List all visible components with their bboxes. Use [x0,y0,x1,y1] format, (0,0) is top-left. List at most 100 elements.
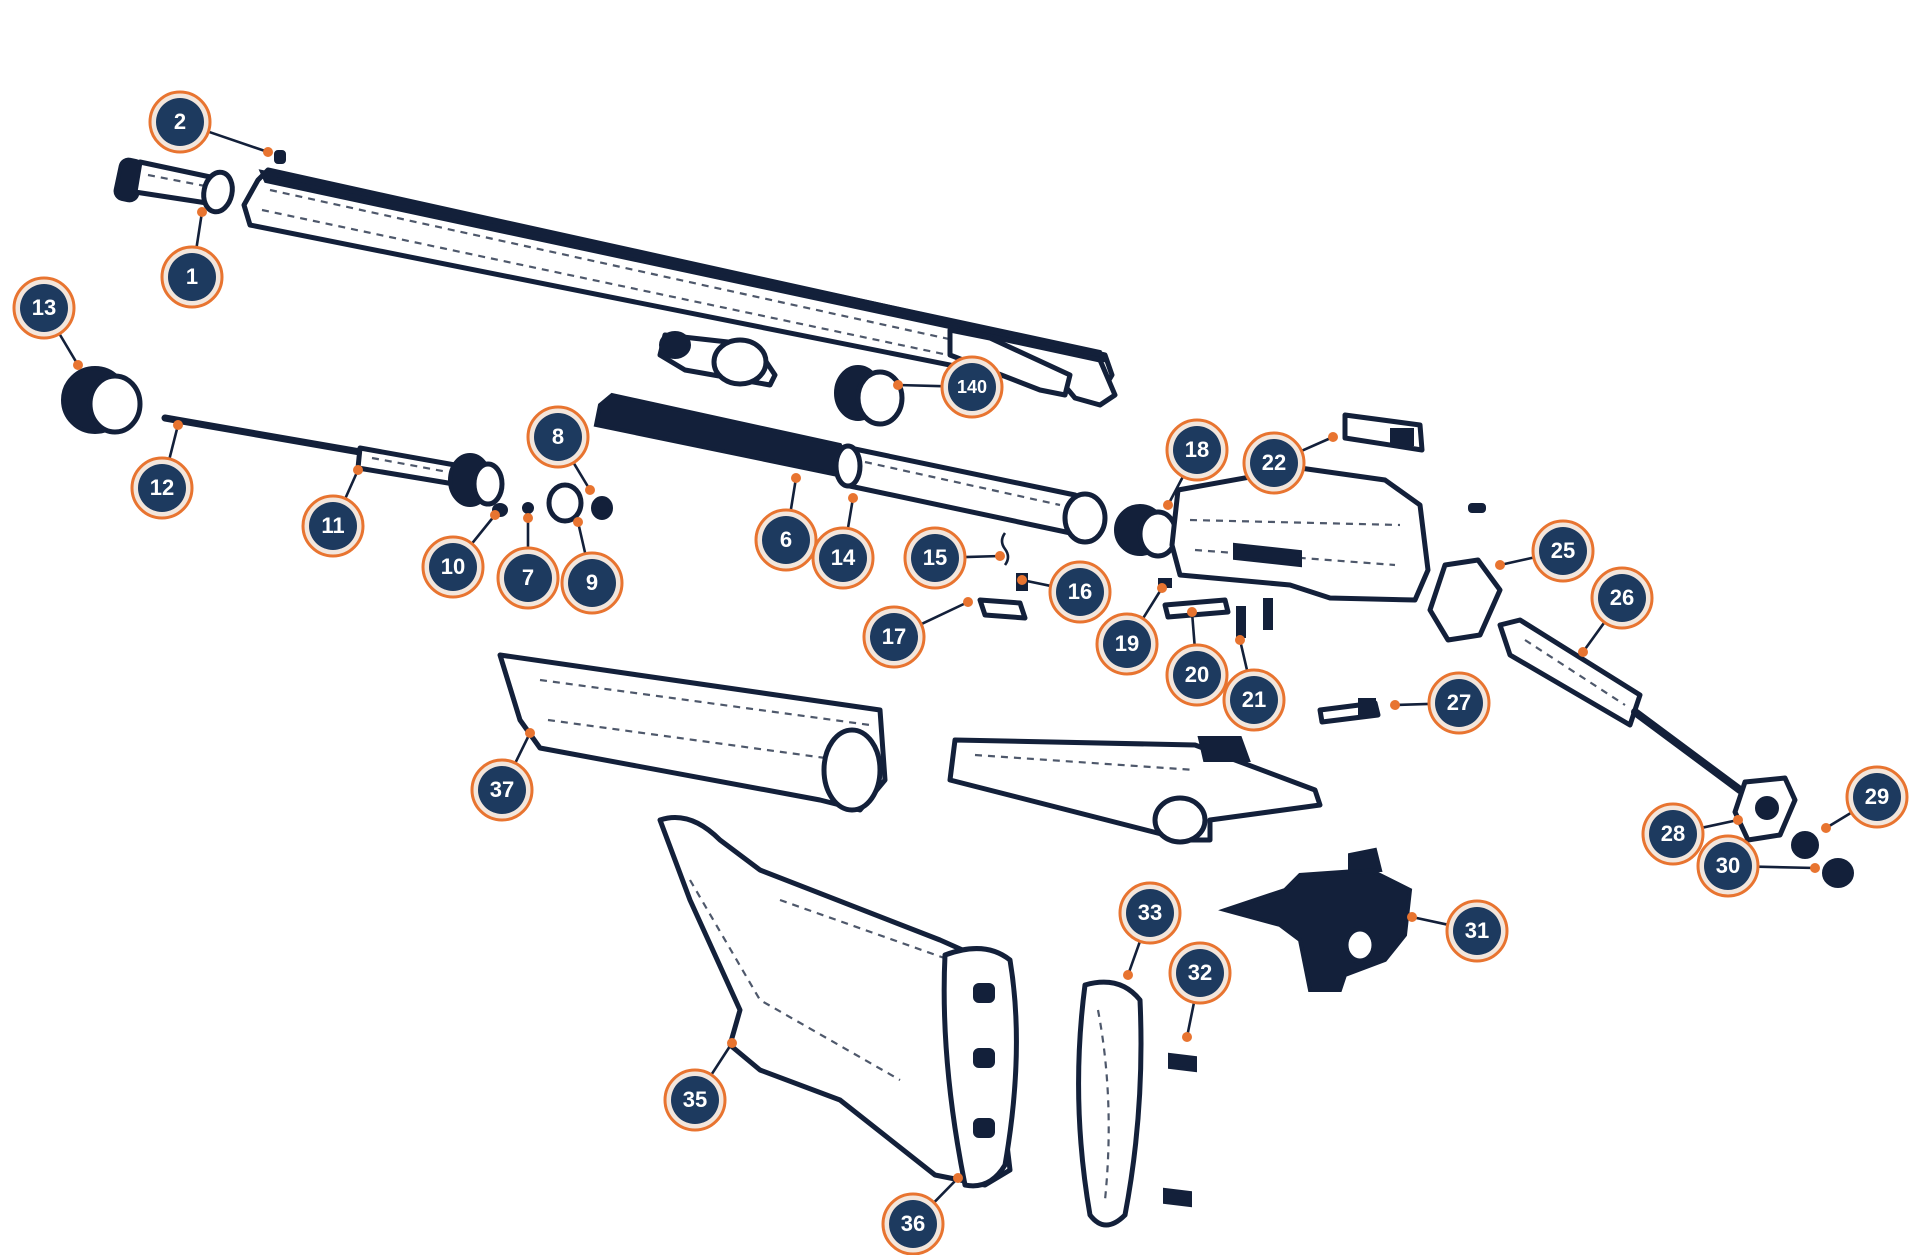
callout-35: 35 [663,1038,737,1132]
forend-drawing [497,652,888,813]
callout-number: 15 [923,545,947,570]
callout-badge [1853,773,1901,821]
callout-leader-line [1702,818,1739,829]
callout-anchor-dot [263,147,273,157]
callout-badge [819,534,867,582]
callout-badge [1056,568,1104,616]
callout-anchor-dot [1157,583,1167,593]
callout-badge [1649,810,1697,858]
barrel-drawing [241,167,1118,408]
callout-37: 37 [470,728,535,822]
callout-number: 29 [1865,784,1889,809]
front-sight-drawing [274,150,286,164]
callout-anchor-dot [791,473,801,483]
small-clip-drawing [1468,503,1486,513]
callout-badge [156,98,204,146]
callout-anchor-dot [1187,607,1197,617]
callout-number: 20 [1185,662,1209,687]
action-spring-tube-drawing [1497,617,1744,794]
lower-receiver-drawing [947,736,1323,845]
callout-badge [1598,574,1646,622]
callout-badge [1103,620,1151,668]
callout-badge [671,1076,719,1124]
top-rail-drawing [1342,412,1425,453]
end-plate-drawing [1732,775,1854,888]
callout-anchor-dot [1821,823,1831,833]
callout-leader-line [1499,556,1534,567]
callout-badge [889,1200,937,1248]
callout-number: 17 [882,624,906,649]
callout-number: 25 [1551,538,1575,563]
magazine-sleeve-drawing [833,443,1108,545]
callout-leader-line [1411,915,1448,926]
callout-badge [138,464,186,512]
callout-36: 36 [881,1173,963,1255]
callout-badge [948,363,996,411]
callout-leader-line [470,514,497,545]
callout-16: 16 [1017,560,1112,624]
callout-anchor-dot [73,360,83,370]
callout-30: 30 [1696,834,1820,898]
callout-leader-line [514,732,532,764]
callout-leader-line [1394,702,1430,707]
callout-number: 27 [1447,690,1471,715]
magazine-cap-drawing [61,366,143,435]
callout-badge [534,413,582,461]
callout-anchor-dot [1328,432,1338,442]
callout-anchor-dot [523,513,533,523]
callout-anchor-dot [525,728,535,738]
callout-badge [1176,949,1224,997]
callout-leader-line [195,211,204,248]
callout-number: 37 [490,777,514,802]
callout-18: 18 [1163,418,1229,510]
callout-28: 28 [1641,802,1743,866]
callout-6: 6 [754,473,818,572]
callout-number: 1 [186,264,198,289]
callout-leader-line [920,600,969,626]
callout-badge [1704,842,1752,890]
callout-leader-line [846,497,855,529]
callout-15: 15 [903,526,1005,590]
callout-leader-line [964,554,1001,559]
callout-number: 28 [1661,821,1685,846]
callout-anchor-dot [893,380,903,390]
latch-parts-drawing [977,532,1028,621]
callout-anchor-dot [573,517,583,527]
callout-29: 29 [1821,765,1909,833]
callout-leader-line [1166,475,1185,506]
callout-number: 19 [1115,631,1139,656]
callout-number: 22 [1262,450,1286,475]
callout-leader-line [1190,611,1196,646]
callout-number: 36 [901,1211,925,1236]
callout-number: 16 [1068,579,1092,604]
callout-8: 8 [526,405,595,495]
callout-badge [309,502,357,550]
callout-anchor-dot [1733,815,1743,825]
callout-25: 25 [1495,519,1595,583]
callout-anchor-dot [1407,912,1417,922]
callout-anchor-dot [1163,500,1173,510]
callout-20: 20 [1165,607,1229,707]
callout-leader-line [789,477,798,511]
callout-badge [1173,426,1221,474]
callout-anchor-dot [1182,1032,1192,1042]
guide-rod-drawing [161,414,364,456]
callout-number: 33 [1138,900,1162,925]
callout-anchor-dot [1390,700,1400,710]
callout-badge [478,766,526,814]
stock-spacer-drawing [1427,557,1503,643]
recoil-pad-drawing [1076,979,1144,1228]
callout-26: 26 [1578,566,1654,657]
callout-number: 2 [174,109,186,134]
callout-number: 32 [1188,960,1212,985]
callout-number: 6 [780,527,792,552]
callout-33: 33 [1118,881,1182,980]
callout-leader-line [168,424,180,460]
callout-badge [1250,439,1298,487]
choke-tube-drawing [113,157,235,215]
callout-leader-line [1757,865,1816,870]
callout-32: 32 [1168,941,1232,1042]
callout-2: 2 [148,90,273,157]
callout-anchor-dot [1017,575,1027,585]
